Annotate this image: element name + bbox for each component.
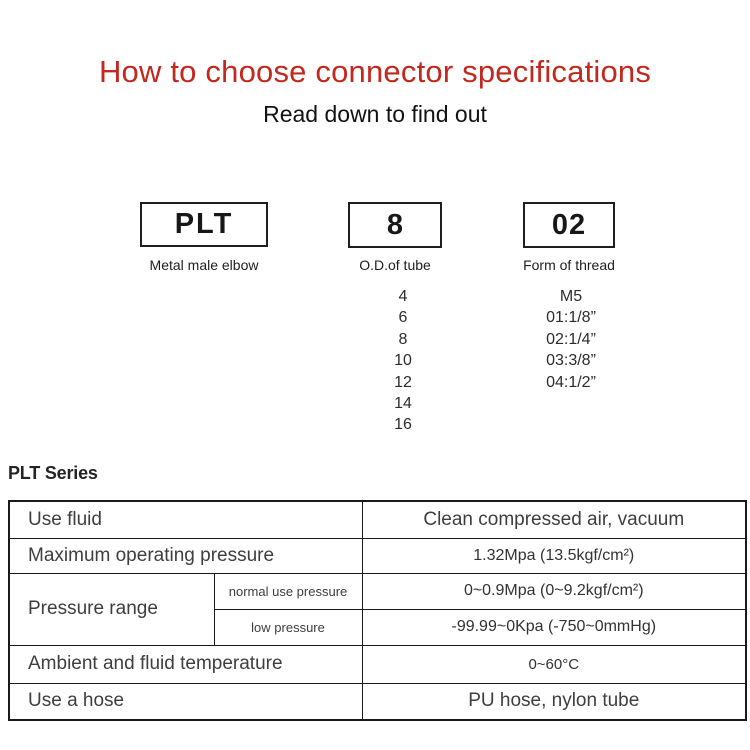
thread-form-option: 01:1/8” [546, 309, 596, 327]
table-row: low pressure -99.99~0Kpa (-750~0mmHg) [9, 608, 747, 646]
tube-size-option: 8 [398, 330, 408, 348]
spec-value-ambient-temp: 0~60°C [361, 644, 747, 684]
model-code-label: Metal male elbow [149, 257, 259, 273]
thread-code-box: 02 [523, 202, 615, 248]
spec-label-ambient-temp: Ambient and fluid temperature [8, 644, 363, 684]
spec-label-pressure-range: Pressure range [8, 572, 215, 646]
model-code-box: PLT [140, 202, 268, 247]
plt-series-spec-table: Use fluid Clean compressed air, vacuum M… [8, 500, 748, 721]
tube-size-code: 8 [386, 208, 404, 241]
tube-size-option: 14 [394, 395, 412, 413]
tube-size-options: 4 6 8 10 12 14 16 [353, 286, 453, 436]
spec-sublabel-normal-pressure: normal use pressure [213, 572, 363, 610]
thread-form-option: 03:3/8” [546, 352, 596, 370]
thread-code: 02 [551, 208, 587, 241]
tube-size-option: 10 [394, 352, 412, 370]
thread-form-options: M5 01:1/8” 02:1/4” 03:3/8” 04:1/2” [496, 286, 646, 393]
spec-value-max-pressure: 1.32Mpa (13.5kgf/cm²) [361, 537, 747, 574]
page-title: How to choose connector specifications [98, 54, 652, 89]
spec-label-max-pressure: Maximum operating pressure [8, 537, 363, 574]
table-row: Pressure range normal use pressure 0~0.9… [8, 572, 747, 646]
tube-size-code-box: 8 [348, 202, 442, 248]
table-row: Use a hose PU hose, nylon tube [8, 682, 747, 721]
table-row: Ambient and fluid temperature 0~60°C [8, 644, 747, 684]
thread-form-option: 04:1/2” [546, 373, 596, 391]
table-row: Maximum operating pressure 1.32Mpa (13.5… [8, 537, 747, 574]
spec-value-normal-pressure: 0~0.9Mpa (0~9.2kgf/cm²) [361, 572, 747, 610]
tube-size-option: 12 [394, 373, 412, 391]
model-code: PLT [174, 208, 234, 240]
spec-sublabel-low-pressure: low pressure [213, 608, 363, 646]
spec-label-hose: Use a hose [8, 682, 363, 721]
tube-size-option: 6 [398, 309, 408, 327]
spec-value-hose: PU hose, nylon tube [361, 682, 747, 721]
spec-value-low-pressure: -99.99~0Kpa (-750~0mmHg) [361, 608, 747, 646]
tube-size-option: 4 [398, 288, 408, 305]
table-row: Use fluid Clean compressed air, vacuum [8, 500, 747, 539]
thread-form-option: M5 [559, 288, 583, 305]
spec-value-use-fluid: Clean compressed air, vacuum [361, 500, 747, 539]
spec-label-use-fluid: Use fluid [8, 500, 363, 539]
thread-form-label: Form of thread [523, 257, 615, 273]
series-heading: PLT Series [8, 463, 98, 483]
thread-form-option: 02:1/4” [546, 330, 596, 348]
tube-size-label: O.D.of tube [359, 257, 431, 273]
tube-size-option: 16 [394, 416, 412, 434]
page-subtitle: Read down to find out [263, 101, 487, 127]
